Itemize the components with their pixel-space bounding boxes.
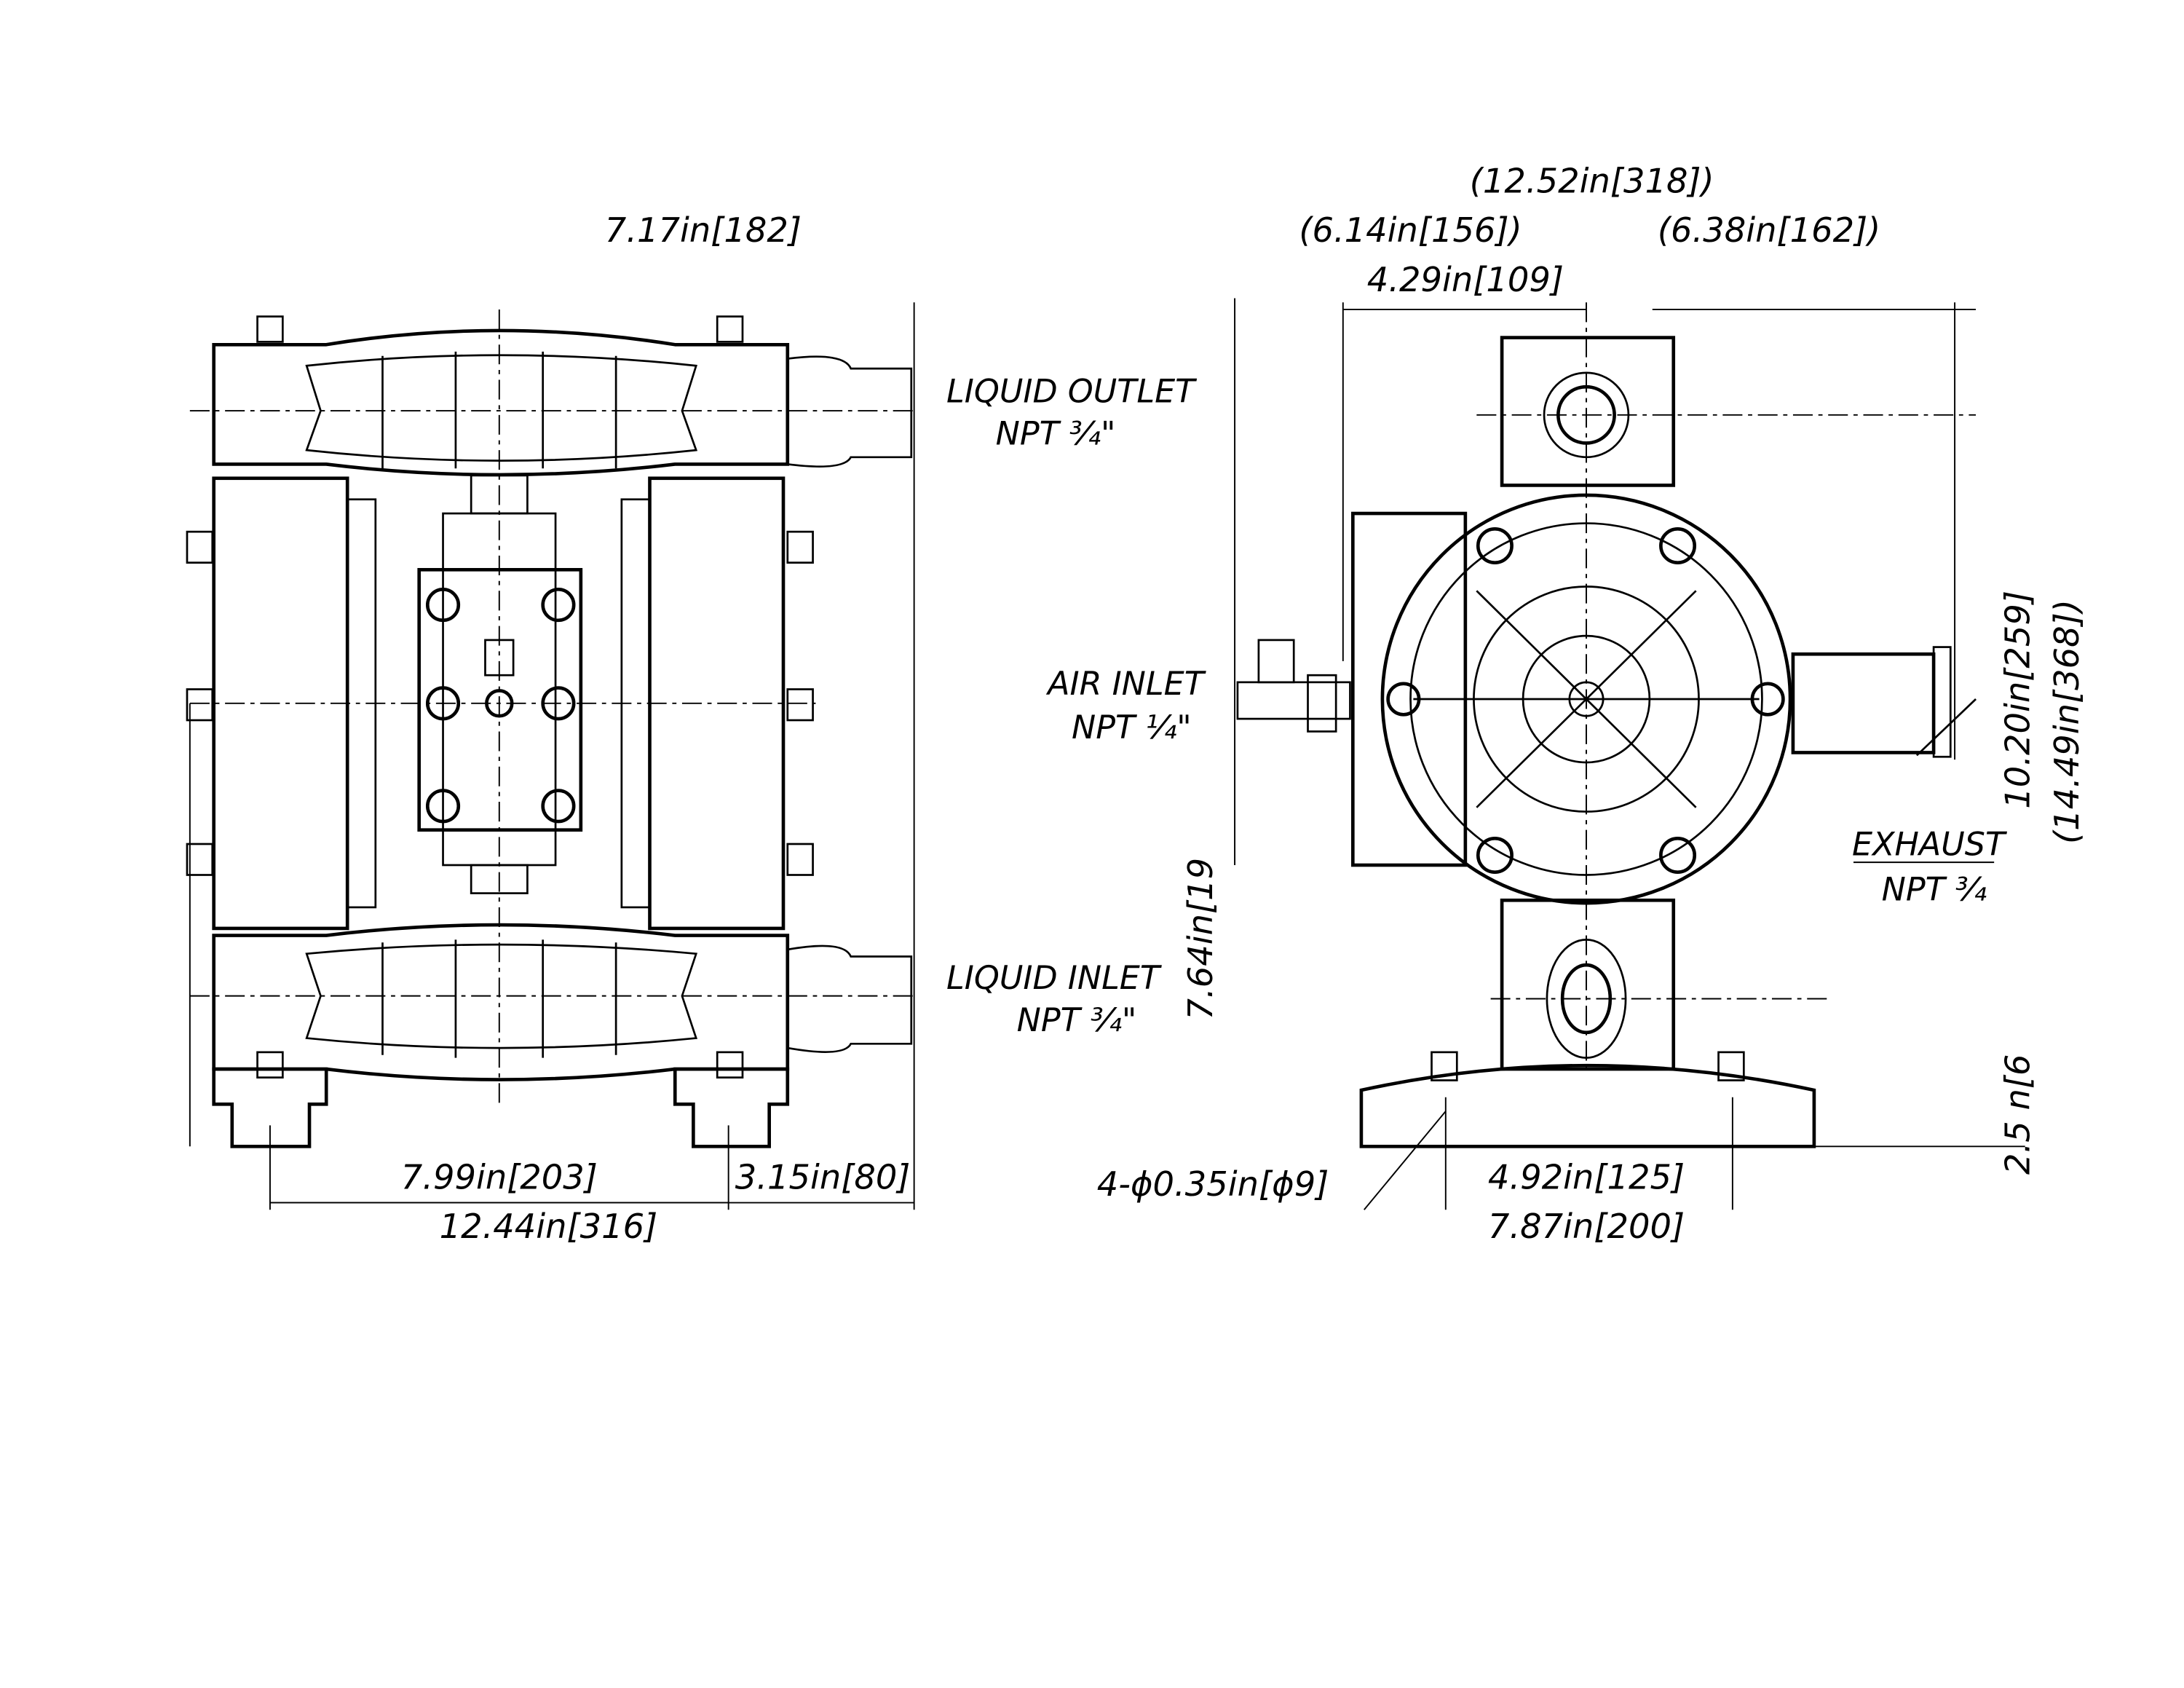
liquid-inlet-size: NPT ¾" <box>1017 1002 1137 1039</box>
dim-air-inlet-height: 7.64in[19 <box>1181 858 1220 1020</box>
outlet-port <box>786 355 913 468</box>
air-inlet-label: AIR INLET <box>1045 666 1207 703</box>
dim-outlet-height: 10.20in[259] <box>1998 591 2037 809</box>
top-manifold <box>189 328 914 477</box>
dim-right-depth: (6.38in[162]) <box>1658 210 1880 250</box>
dim-left-depth: (6.14in[156]) <box>1299 210 1522 250</box>
air-inlet-fitting <box>1236 639 1351 733</box>
right-foot <box>673 1067 790 1148</box>
dim-mount-spacing: 7.99in[203] <box>401 1157 598 1196</box>
bottom-manifold-block <box>1500 898 1676 1071</box>
left-foot <box>212 1067 328 1148</box>
liquid-inlet-label: LIQUID INLET <box>946 960 1163 997</box>
liquid-outlet-size: NPT ¾" <box>996 415 1116 452</box>
dim-overall-width: 12.44in[316] <box>440 1207 658 1246</box>
dim-base-hole-spacing: 4.92in[125] <box>1488 1157 1685 1196</box>
liquid-outlet-label: LIQUID OUTLET <box>946 373 1198 410</box>
inlet-port <box>786 944 913 1054</box>
dim-mount-holes: 4-ϕ0.35in[ϕ9] <box>1097 1164 1329 1204</box>
dim-base-height: 2.5 n[6 <box>1998 1054 2037 1175</box>
dim-air-inlet-offset: 4.29in[109] <box>1367 260 1564 299</box>
dim-port-offset: 3.15in[80] <box>735 1157 911 1196</box>
bolts <box>186 315 814 1079</box>
side-view <box>1234 298 2025 1210</box>
dim-overall-height: (14.49in[368]) <box>2047 599 2086 844</box>
base <box>1359 1063 1816 1148</box>
air-inlet-size: NPT ¼" <box>1072 709 1192 746</box>
exhaust-muffler <box>1791 646 1977 758</box>
dim-overall-depth: (12.52in[318]) <box>1470 162 1714 201</box>
top-manifold-block <box>1500 336 1676 487</box>
exhaust-size: NPT ¾ <box>1882 871 1987 908</box>
bottom-manifold <box>189 923 914 1081</box>
dim-base-width: 7.87in[200] <box>1488 1207 1685 1246</box>
exhaust-label: EXHAUST <box>1852 826 2008 863</box>
dim-top-width: 7.17in[182] <box>605 210 802 250</box>
air-valve <box>1351 511 1468 867</box>
front-view <box>186 302 915 1210</box>
